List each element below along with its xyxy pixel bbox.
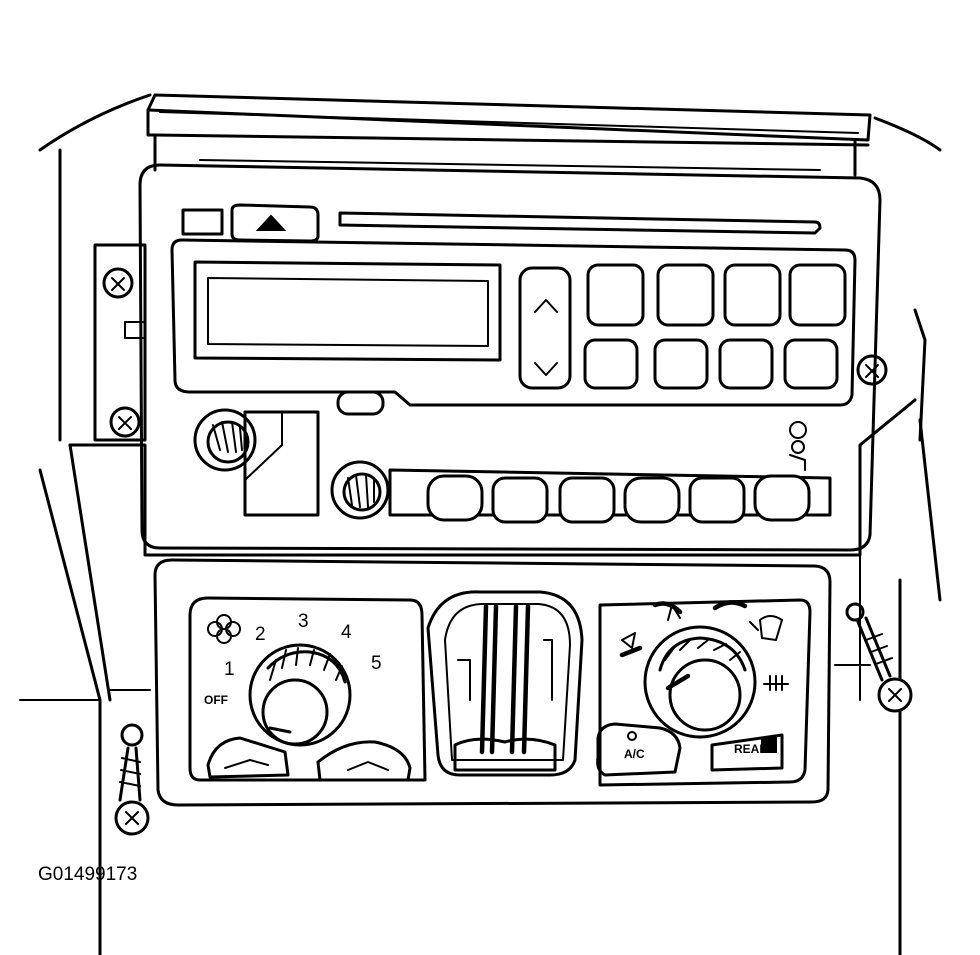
preset-button (586, 263, 645, 327)
defrost-icon (759, 615, 783, 641)
cd-slot (338, 211, 822, 235)
display-window (193, 260, 502, 362)
function-button (688, 476, 746, 524)
fresh-air-lever[interactable] (316, 740, 412, 782)
function-button (426, 474, 484, 522)
screw-icon (109, 406, 141, 438)
screw-icon (856, 354, 888, 386)
temperature-lever[interactable] (426, 590, 584, 777)
seek-rocker (518, 266, 572, 390)
preset-button (723, 263, 782, 327)
power-button (181, 208, 224, 236)
rear-indicator (761, 737, 777, 753)
eject-icon (255, 214, 287, 231)
preset-button (583, 338, 639, 390)
radio-screws (102, 267, 888, 438)
ac-button[interactable] (596, 722, 682, 777)
preset-button (718, 338, 774, 390)
vent-icon (621, 632, 636, 649)
hvac-control-panel: OFF 1 2 3 4 5 (153, 558, 832, 807)
figure-id: G01499173 (38, 864, 137, 885)
screw-icon (102, 267, 134, 299)
bilevel-icon (652, 601, 683, 615)
blower-position-4: 4 (341, 622, 352, 643)
fan-icon (207, 614, 241, 644)
blower-position-3: 3 (298, 611, 309, 632)
rear-label: REAR (734, 742, 768, 756)
recirc-lever[interactable] (206, 736, 290, 779)
hvac-screw-right (845, 602, 913, 713)
mode-selector-knob[interactable] (643, 625, 757, 739)
radio-unit (138, 163, 882, 552)
function-button (491, 476, 549, 524)
blower-position-1: 1 (224, 659, 235, 680)
dash-bezel (19, 93, 942, 955)
function-button (623, 476, 681, 524)
rear-defrost-icon (763, 675, 789, 691)
hvac-screw-left (114, 723, 150, 836)
floor-icon (712, 600, 748, 611)
preset-button (653, 338, 709, 390)
blower-position-5: 5 (371, 653, 382, 674)
mode-button (336, 390, 385, 416)
function-button (753, 474, 811, 522)
ac-label: A/C (624, 747, 645, 761)
preset-button (788, 263, 847, 327)
blower-speed-knob[interactable] (248, 643, 352, 747)
preset-button (783, 338, 839, 390)
blower-position-off: OFF (204, 693, 228, 707)
blower-position-2: 2 (255, 624, 266, 645)
function-button (558, 476, 616, 524)
storage-lid (146, 93, 872, 177)
rear-defrost-button[interactable] (710, 733, 784, 772)
preset-button (656, 263, 715, 327)
